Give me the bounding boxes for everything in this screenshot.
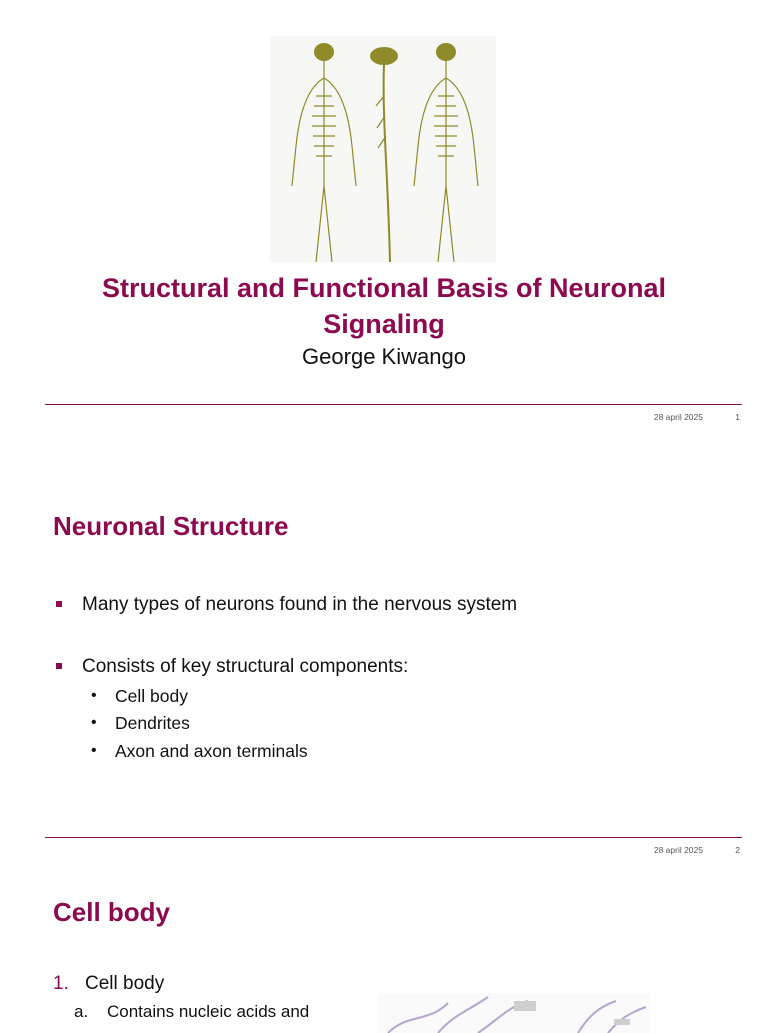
lettered-item: Contains nucleic acids and [107, 1002, 310, 1021]
square-bullet-icon [56, 663, 62, 669]
slide-title: Cell body [53, 897, 171, 927]
round-bullet-icon: • [91, 714, 97, 731]
neuron-cell-figure [378, 993, 650, 1033]
list-letter: a. [74, 1002, 89, 1021]
square-bullet-icon [56, 601, 62, 607]
bullet-item: Many types of neurons found in the nervo… [82, 594, 518, 615]
slide-title: Neuronal Structure [53, 511, 289, 541]
slide-divider [45, 837, 742, 838]
slide-1: Structural and Functional Basis of Neuro… [0, 0, 768, 435]
slide-divider [45, 404, 742, 405]
slide-2: Neuronal Structure Many types of neurons… [0, 435, 768, 865]
slide-date: 28 april 2025 [653, 845, 703, 855]
slide-number: 2 [735, 845, 740, 855]
round-bullet-icon: • [91, 742, 97, 759]
sub-bullet-item: Dendrites [115, 713, 190, 733]
numbered-item: Cell body [85, 973, 165, 994]
sub-bullet-item: Cell body [115, 686, 188, 706]
sub-bullet-item: Axon and axon terminals [115, 741, 308, 761]
deck-author: George Kiwango [302, 344, 466, 369]
slide-3: Cell body 1. Cell body a. Contains nucle… [0, 865, 768, 1033]
slide-date: 28 april 2025 [653, 412, 703, 422]
round-bullet-icon: • [91, 687, 97, 704]
slide-number: 1 [735, 412, 740, 422]
list-number: 1. [53, 973, 69, 994]
bullet-item: Consists of key structural components: [82, 656, 409, 677]
nervous-system-figure [270, 36, 496, 262]
deck-title: Structural and Functional Basis of Neuro… [101, 273, 667, 339]
